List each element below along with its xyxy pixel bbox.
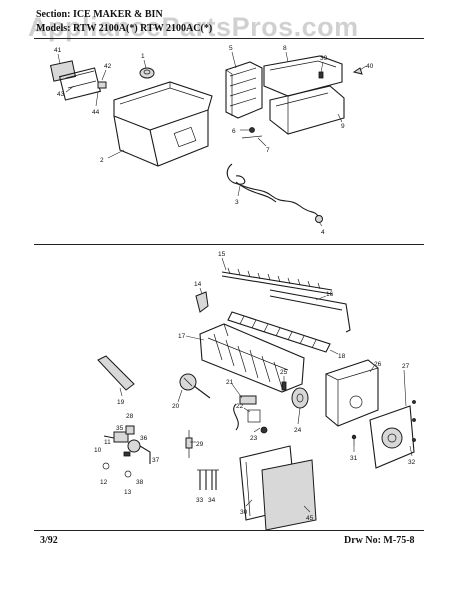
callout-44: 44	[92, 109, 100, 116]
callout-4: 4	[321, 229, 325, 236]
models-line: Models: RTW 2100A(*) RTW 2100AC(*)	[36, 23, 213, 34]
callout-30: 30	[240, 509, 248, 516]
callout-12: 12	[100, 479, 108, 486]
header-rule	[34, 38, 424, 39]
panel-divider-rule	[34, 244, 424, 245]
bin-cover	[263, 55, 345, 135]
ice-stripper	[227, 311, 331, 353]
harness-plug	[233, 395, 261, 431]
callout-29: 29	[196, 441, 204, 448]
motor-module	[369, 400, 416, 469]
callout-42: 42	[104, 63, 112, 70]
knob-part	[139, 67, 155, 79]
callout-25: 25	[280, 369, 288, 376]
watermark: AppliancePartsPros.com	[28, 12, 359, 42]
ice-mold	[199, 323, 305, 393]
callout-22: 22	[236, 403, 244, 410]
callout-38: 38	[136, 479, 144, 486]
callout-18: 18	[338, 353, 346, 360]
callout-41: 41	[54, 47, 62, 54]
bracket-14	[195, 291, 209, 313]
wire-harness	[226, 163, 323, 223]
drawing-number: Drw No: M-75-8	[344, 535, 415, 546]
callout-45: 45	[306, 515, 314, 522]
callout-11: 11	[104, 439, 111, 446]
callout-34: 34	[208, 497, 216, 504]
callout-17: 17	[178, 333, 186, 340]
leader-lines	[57, 51, 413, 513]
footer-rule	[34, 530, 424, 531]
footer-date: 3/92	[40, 535, 58, 546]
callout-2: 2	[100, 157, 104, 164]
screw-31	[351, 434, 357, 446]
screws-6-7	[241, 127, 263, 139]
thermostat	[179, 373, 211, 399]
callout-36: 36	[140, 435, 148, 442]
callout-37: 37	[152, 457, 160, 464]
control-housing	[325, 359, 379, 427]
callout-21: 21	[226, 379, 234, 386]
callout-6: 6	[232, 128, 236, 135]
callout-9: 9	[341, 123, 345, 130]
fuse-29	[185, 430, 193, 458]
screws-33-34	[197, 469, 219, 490]
callout-8: 8	[283, 45, 287, 52]
callout-28: 28	[126, 413, 134, 420]
callout-1: 1	[141, 53, 145, 60]
section-title: Section: ICE MAKER & BIN	[36, 9, 163, 20]
callout-26: 26	[374, 361, 382, 368]
callout-43: 43	[57, 91, 65, 98]
heater-rod	[97, 355, 135, 391]
callout-24: 24	[294, 427, 302, 434]
callout-15: 15	[218, 251, 226, 258]
callout-40: 40	[366, 63, 374, 70]
callout-5: 5	[229, 45, 233, 52]
callout-numbers-bottom: 15 14 16 17 18 19 20 21 22 23 25 24 26 2…	[94, 251, 416, 522]
callout-numbers-top: 41 42 43 44 1 2 5 8 39 40 6 7 9 3 4	[54, 45, 374, 236]
shaft-and-gear	[260, 381, 309, 434]
ejector-blade	[221, 267, 333, 295]
water-valve-assembly	[102, 425, 151, 478]
callout-27: 27	[402, 363, 410, 370]
callout-7: 7	[266, 147, 270, 154]
callout-16: 16	[326, 291, 334, 298]
callout-32: 32	[408, 459, 416, 466]
callout-35: 35	[116, 425, 124, 432]
callout-19: 19	[117, 399, 125, 406]
callout-3: 3	[235, 199, 239, 206]
callout-23: 23	[250, 435, 258, 442]
callout-20: 20	[172, 403, 180, 410]
bin-door	[225, 61, 263, 119]
callout-33: 33	[196, 497, 204, 504]
cover-panel-45	[261, 459, 317, 531]
ice-bin	[113, 81, 213, 167]
callout-14: 14	[194, 281, 202, 288]
callout-39: 39	[320, 55, 328, 62]
stripper-rail	[269, 289, 351, 333]
callout-10: 10	[94, 447, 102, 454]
callout-13: 13	[124, 489, 132, 496]
screws-39-40	[318, 67, 363, 79]
callout-31: 31	[350, 455, 358, 462]
